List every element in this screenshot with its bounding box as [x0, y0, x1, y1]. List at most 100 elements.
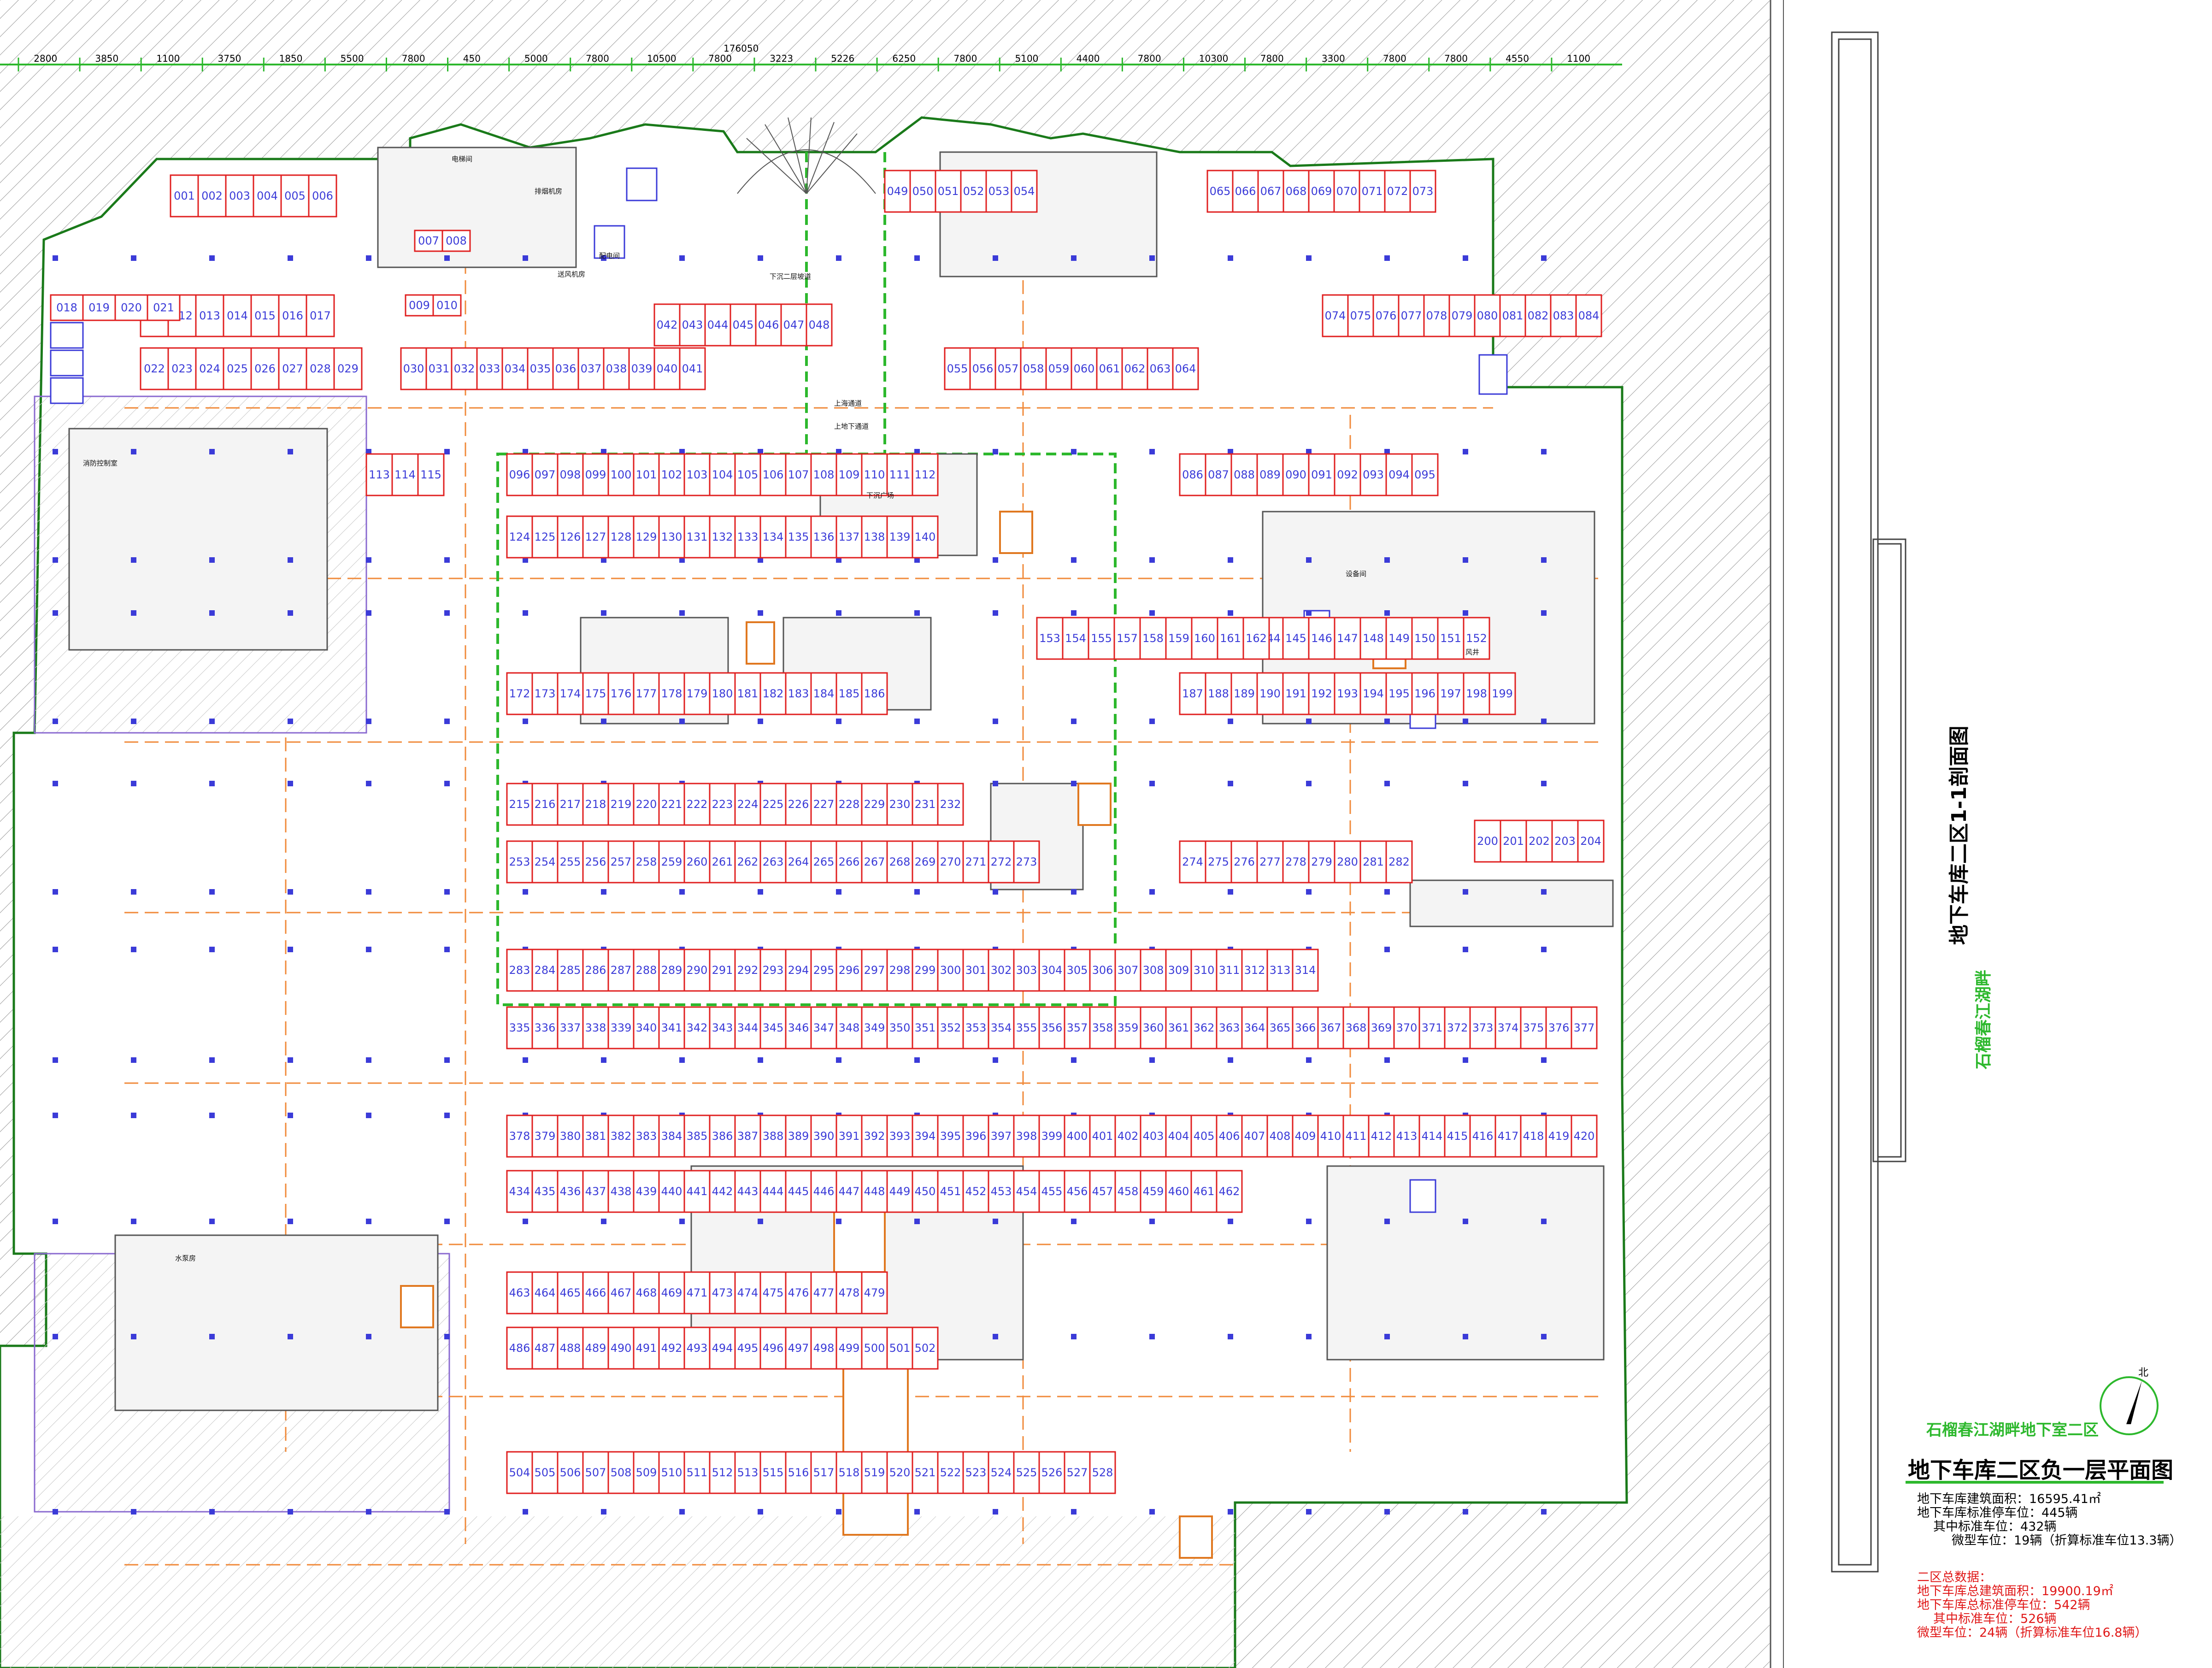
parking-stall [1499, 294, 1526, 337]
parking-stall [886, 1114, 913, 1158]
parking-stall [195, 294, 224, 337]
parking-stall [1448, 294, 1476, 337]
stall-number: 434 [509, 1185, 530, 1198]
stall-number: 351 [915, 1021, 936, 1034]
stall-number: 292 [737, 964, 759, 977]
column [1541, 947, 1547, 952]
column [523, 1057, 528, 1063]
parking-stall [1089, 1451, 1116, 1494]
stall-number: 491 [636, 1342, 657, 1355]
stall-number: 408 [1270, 1130, 1291, 1143]
parking-stall [633, 1326, 660, 1370]
parking-stall [607, 1170, 635, 1213]
column [366, 610, 371, 616]
column [1071, 889, 1077, 895]
column [366, 1057, 371, 1063]
column [444, 610, 450, 616]
stall-number: 140 [915, 530, 936, 543]
column [444, 1509, 450, 1515]
parking-stall [1308, 170, 1335, 213]
dimension-label: 10300 [1199, 53, 1229, 64]
column [914, 557, 920, 563]
stall-number: 231 [915, 798, 936, 811]
stall-number: 221 [661, 798, 682, 811]
section-subtitle: 石榴春江湖畔 [1974, 969, 1993, 1069]
parking-stall [1064, 949, 1091, 992]
parking-stall [506, 783, 533, 826]
parking-stall [1342, 1006, 1370, 1049]
column [1463, 781, 1468, 786]
stall-number: 007 [418, 235, 439, 248]
parking-stall [683, 949, 711, 992]
stall-number: 089 [1259, 468, 1281, 481]
section-strip [1831, 31, 1906, 1573]
stall-number: 368 [1346, 1021, 1367, 1034]
parking-stall [1256, 672, 1284, 715]
stall-number: 227 [813, 798, 835, 811]
dimension-label: 7800 [1138, 53, 1161, 64]
column [1071, 610, 1077, 616]
column [679, 557, 685, 563]
stall-number: 275 [1208, 855, 1229, 868]
column [288, 449, 293, 454]
stall-number: 025 [227, 362, 248, 375]
stall-number: 416 [1472, 1130, 1494, 1143]
stall-number: 041 [682, 362, 703, 375]
parking-stall [944, 347, 971, 390]
stall-number: 178 [661, 687, 682, 700]
parking-stall [557, 1170, 584, 1213]
parking-stall [734, 672, 761, 715]
north-label: 北 [2138, 1367, 2148, 1379]
stat-area: 地下车库建筑面积：16595.41㎡ [1917, 1492, 2101, 1506]
parking-stall [253, 174, 282, 218]
parking-stall [531, 1114, 559, 1158]
column [131, 1509, 136, 1515]
parking-stall [531, 949, 559, 992]
parking-stall [1409, 170, 1436, 213]
column [1541, 610, 1547, 616]
column [679, 1219, 685, 1224]
column [1384, 781, 1390, 786]
parking-stall [1411, 617, 1439, 660]
stall-number: 288 [636, 964, 657, 977]
column [366, 1219, 371, 1224]
stall-number: 353 [965, 1021, 987, 1034]
stall-number: 030 [403, 362, 424, 375]
stall-number: 471 [687, 1286, 708, 1299]
stall-number: 107 [788, 468, 809, 481]
stall-number: 184 [813, 687, 835, 700]
parking-stall [1308, 672, 1335, 715]
stall-number: 389 [788, 1130, 809, 1143]
column [1463, 557, 1468, 563]
parking-stall [607, 1451, 635, 1494]
stall-number: 182 [763, 687, 784, 700]
stall-number: 197 [1440, 687, 1461, 700]
structural-columns [53, 255, 1547, 1515]
parking-stall [197, 174, 227, 218]
stall-number: 437 [585, 1185, 606, 1198]
stall-number: 102 [661, 468, 682, 481]
column [288, 1219, 293, 1224]
column [1306, 557, 1312, 563]
parking-stall [195, 347, 224, 390]
stall-number: 124 [509, 530, 530, 543]
stall-number: 130 [661, 530, 682, 543]
stall-number: 336 [535, 1021, 556, 1034]
parking-stall [1062, 617, 1089, 660]
dimension-label: 7800 [708, 53, 732, 64]
parking-stall [658, 515, 685, 559]
stall-number: 527 [1067, 1466, 1088, 1479]
parking-stall [1140, 1114, 1167, 1158]
column [1306, 1509, 1312, 1515]
column [1306, 1219, 1312, 1224]
room-label-equipment: 设备间 [1346, 570, 1366, 578]
stall-number: 255 [560, 855, 581, 868]
stall-number: 439 [636, 1185, 657, 1198]
stall-number: 276 [1234, 855, 1255, 868]
column [1541, 1334, 1547, 1339]
column [1306, 1334, 1312, 1339]
stall-number: 174 [560, 687, 581, 700]
column [53, 1219, 58, 1224]
stall-number: 071 [1362, 185, 1383, 198]
stall-number: 098 [560, 468, 581, 481]
